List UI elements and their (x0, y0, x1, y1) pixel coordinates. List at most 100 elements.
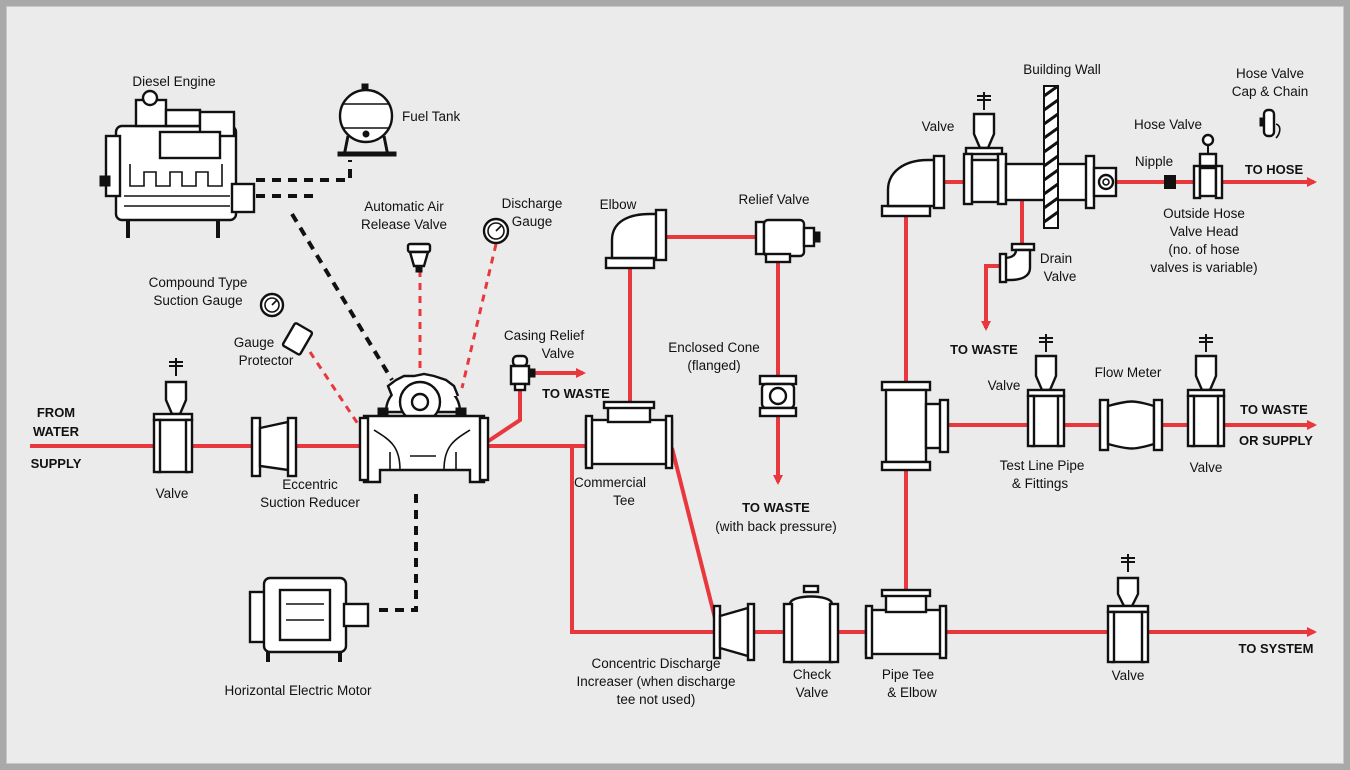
elbow-label: Elbow (600, 197, 637, 212)
relief-valve-component (754, 218, 821, 264)
check-valve-label-1: Check (793, 667, 832, 682)
fuel-tank-label: Fuel Tank (402, 109, 461, 124)
test-line-label-2: & Fittings (1012, 476, 1069, 491)
eccentric-reducer-label-2: Suction Reducer (260, 495, 360, 510)
test-line-label-1: Test Line Pipe (1000, 458, 1085, 473)
gauge-protector (281, 322, 314, 356)
flow-meter-component (1098, 398, 1164, 452)
drain-valve-component (998, 242, 1036, 284)
to-waste-back-pressure-label-2: (with back pressure) (715, 519, 837, 534)
diesel-engine (99, 89, 256, 238)
compound-gauge-label-2: Suction Gauge (153, 293, 242, 308)
to-waste-or-supply-label-2: OR SUPPLY (1239, 433, 1313, 448)
eccentric-reducer (250, 416, 298, 478)
to-waste-or-supply-label-1: TO WASTE (1240, 402, 1308, 417)
casing-relief-valve (509, 354, 536, 392)
to-waste-casing-label: TO WASTE (542, 386, 610, 401)
outside-hose-head-label-2: Valve Head (1170, 224, 1239, 239)
drain-waste-arrow (981, 264, 1004, 331)
nipple-component (1164, 175, 1176, 189)
outside-hose-head-label-3: (no. of hose (1168, 242, 1239, 257)
to-system-label: TO SYSTEM (1239, 641, 1314, 656)
test-valve-right-label: Valve (1190, 460, 1223, 475)
hose-valve-cap-label-1: Hose Valve (1236, 66, 1304, 81)
diesel-engine-label: Diesel Engine (132, 74, 215, 89)
auto-air-valve-label-1: Automatic Air (364, 199, 444, 214)
labels: Diesel Engine Fuel Tank Automatic Air Re… (31, 62, 1314, 707)
enclosed-cone-label-1: Enclosed Cone (668, 340, 760, 355)
system-valve (1106, 554, 1150, 664)
auto-air-valve-label-2: Release Valve (361, 217, 447, 232)
header-body (1004, 154, 1118, 210)
from-water-supply-label-3: SUPPLY (31, 456, 82, 471)
from-water-supply-label-2: WATER (33, 424, 80, 439)
enclosed-cone-label-2: (flanged) (687, 358, 740, 373)
header-elbow-component (880, 154, 946, 218)
building-wall (1043, 84, 1059, 229)
suction-gauge-line (308, 351, 364, 431)
relief-valve-label: Relief Valve (738, 192, 809, 207)
pipe-tee-elbow-label-1: Pipe Tee (882, 667, 934, 682)
header-valve-component (962, 92, 1008, 206)
horizontal-electric-motor (248, 576, 370, 662)
nipple-label: Nipple (1135, 154, 1173, 169)
compound-gauge-label-1: Compound Type (149, 275, 248, 290)
compound-suction-gauge (259, 292, 285, 318)
engine-drive-shaft (290, 212, 394, 382)
discharge-gauge-label-2: Gauge (512, 214, 553, 229)
casing-relief-pipe (482, 386, 522, 446)
enclosed-cone-component (758, 374, 798, 418)
commercial-tee-label-2: Tee (613, 493, 635, 508)
drain-valve-label-2: Valve (1044, 269, 1077, 284)
concentric-increaser-label-3: tee not used) (617, 692, 696, 707)
discharge-gauge-line (460, 243, 498, 389)
riser-tee-component (880, 380, 950, 472)
test-valve-left (1026, 334, 1066, 448)
concentric-increaser-label-2: Increaser (when discharge (576, 674, 735, 689)
hose-valve-cap-component (1259, 108, 1281, 139)
hose-valve-cap-label-2: Cap & Chain (1232, 84, 1309, 99)
supply-valve-label: Valve (156, 486, 189, 501)
casing-relief-label-2: Valve (542, 346, 575, 361)
supply-valve (152, 358, 194, 474)
commercial-tee-component (584, 400, 674, 470)
system-valve-label: Valve (1112, 668, 1145, 683)
horizontal-motor-label: Horizontal Electric Motor (224, 683, 372, 698)
discharge-gauge (482, 217, 510, 245)
check-valve-label-2: Valve (796, 685, 829, 700)
motor-drive-shaft (378, 494, 418, 612)
to-waste-drain-label: TO WASTE (950, 342, 1018, 357)
pipe-tee-elbow-label-2: & Elbow (887, 685, 937, 700)
gauge-protector-label-1: Gauge (234, 335, 275, 350)
pipe-network (30, 177, 1317, 637)
pipe-tee-component (864, 588, 948, 660)
fuel-line (256, 160, 352, 182)
from-water-supply-label-1: FROM (37, 405, 75, 420)
outside-hose-head-label-1: Outside Hose (1163, 206, 1245, 221)
dashed-links (256, 160, 498, 612)
building-wall-label: Building Wall (1023, 62, 1101, 77)
elbow-component (604, 208, 668, 270)
drain-valve-label-1: Drain (1040, 251, 1072, 266)
to-waste-back-pressure-label-1: TO WASTE (742, 500, 810, 515)
concentric-increaser (712, 602, 756, 662)
auto-air-release-valve (406, 242, 432, 273)
hose-valve-label: Hose Valve (1134, 117, 1202, 132)
discharge-gauge-label-1: Discharge (502, 196, 563, 211)
increaser-bypass-pipe (570, 446, 716, 634)
test-valve-left-label: Valve (988, 378, 1021, 393)
gauge-protector-label-2: Protector (239, 353, 294, 368)
eccentric-reducer-label-1: Eccentric (282, 477, 338, 492)
outside-hose-head-label-4: valves is variable) (1150, 260, 1257, 275)
flow-meter-label: Flow Meter (1095, 365, 1162, 380)
header-valve-label: Valve (922, 119, 955, 134)
commercial-tee-label-1: Commercial (574, 475, 646, 490)
casing-relief-label-1: Casing Relief (504, 328, 585, 343)
to-hose-label: TO HOSE (1245, 162, 1304, 177)
test-valve-right (1186, 334, 1226, 448)
commercial-tee-diagonal (670, 447, 720, 631)
concentric-increaser-label-1: Concentric Discharge (591, 656, 720, 671)
hose-valve-component (1192, 133, 1224, 200)
check-valve-component (782, 584, 840, 664)
